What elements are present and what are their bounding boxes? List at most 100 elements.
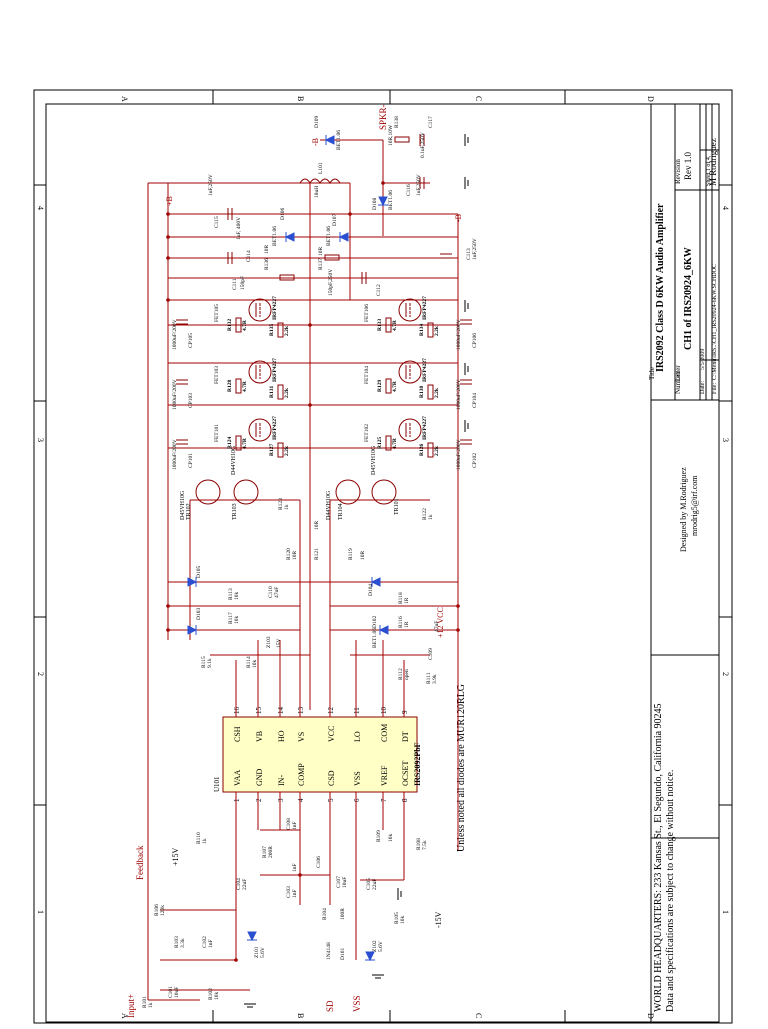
c102-value: 1nF [208, 939, 214, 948]
z101-ref: Z101 [254, 946, 260, 958]
diodes [187, 135, 389, 962]
r113-value: 10k [234, 592, 240, 601]
gate-resistor-value: 4.7R [392, 380, 398, 392]
ic-pin-name: OCSET [401, 761, 410, 786]
c107-ref: C107 [336, 876, 342, 888]
net-spkr[interactable]: SPKR- [378, 104, 388, 130]
c103-value: 1nF [292, 889, 298, 898]
ic-pin-number: 10 [380, 707, 388, 715]
r122-value: 1k [428, 514, 434, 520]
net-input[interactable]: Input+ [126, 994, 136, 1018]
tr104-part: D44VH10G [326, 490, 332, 520]
z103-ref: Z103 [266, 636, 272, 648]
r102-value: 10k [214, 992, 220, 1001]
net-pb[interactable]: +B [165, 196, 174, 206]
ic-pin-number: 9 [401, 710, 409, 714]
r101-value: 1k [148, 1002, 154, 1008]
tr103-part: D44VH10G [231, 445, 237, 475]
sheet-number: Sheet 1 of 4 [705, 157, 712, 186]
zone-label: 2 [36, 672, 45, 676]
c110-ref: C110 [268, 586, 274, 598]
ic-pin-number: 16 [233, 707, 241, 715]
ic-pin-name: VCC [327, 726, 336, 742]
mosfet-part-label: IRFP4227 [422, 296, 428, 320]
revision-label: Revision [674, 159, 682, 184]
net-sd[interactable]: SD [325, 1000, 335, 1012]
r123-ref: R123 [278, 498, 284, 510]
c113-ref: C113 [466, 248, 472, 260]
c106-ref: C106 [316, 856, 322, 868]
r103-value: 3.3k [180, 938, 186, 948]
net-mb[interactable]: -B [311, 138, 320, 146]
d102-ref: D102 [372, 616, 378, 628]
cap-ref-label: CP101 [188, 453, 194, 468]
zone-label: 4 [721, 206, 730, 210]
ic-pin-name: LO [353, 731, 362, 742]
c102-ref: C102 [202, 936, 208, 948]
r137-ref: R137 [318, 258, 324, 270]
tr101-part: D45VH10G [371, 445, 377, 475]
cap-value-label: 1000uF/200V [456, 319, 462, 350]
wires [147, 139, 459, 1001]
gate-resistor-symbol [385, 378, 392, 394]
file-label: File: [712, 383, 718, 394]
ic-pin-name: CSD [327, 770, 336, 786]
mosfet-ref-label: FET105 [214, 304, 220, 322]
hq-address: WORLD HEADQUARTERS: 233 Kansas St., El S… [653, 703, 664, 1012]
ic-pin-number: 14 [277, 707, 285, 715]
mosfet-part-label: IRFP4227 [422, 358, 428, 382]
r108-ref: R108 [416, 838, 422, 850]
d109-value: BET1.06 [336, 130, 342, 150]
drawing-title: IRS2092 Class D 6KW Audio Amplifier [655, 203, 666, 372]
r108-value: 7.5k [422, 840, 428, 850]
r110-ref: R110 [196, 832, 202, 844]
r121-value: 10R [314, 521, 320, 531]
r119-value: 10R [360, 551, 366, 561]
ic-pin-name: CSH [233, 726, 242, 742]
net-feedback[interactable]: Feedback [135, 845, 145, 880]
drawing-number: CH1 of IRS20924_6KW [683, 247, 694, 350]
d105-ref: D105 [196, 566, 202, 578]
pull-resistor-symbol [277, 384, 284, 400]
cap-value-label: 1000uF/200V [456, 379, 462, 410]
net-vss[interactable]: VSS [352, 995, 362, 1012]
d104-ref: D104 [368, 584, 374, 596]
d109-ref: D109 [314, 116, 320, 128]
gate-resistor-ref: R124 [227, 437, 233, 449]
gate-resistor-symbol [235, 435, 242, 451]
mosfet-symbol [398, 360, 422, 384]
r104-value: 100R [340, 908, 346, 920]
number-label: Number [674, 370, 682, 394]
file-path: C:\Menu\IRS..\CH1_IRS20924-6KW.SCHDOC [712, 264, 718, 380]
ic-pin-number: 3 [277, 798, 285, 802]
r138-value: 10R,10W [388, 124, 394, 146]
ic-pin-name: COMP [297, 763, 306, 786]
cap-ref-label: CP104 [472, 393, 478, 408]
r138-ref: R138 [394, 116, 400, 128]
pull-resistor-value: 2.2k [284, 325, 290, 336]
l101-value: 18uH [314, 186, 320, 198]
c104-ref: C104 [236, 878, 242, 890]
r104-ref: R104 [322, 908, 328, 920]
gate-resistor-value: 4.7R [242, 380, 248, 392]
net-mb2[interactable]: -B [454, 214, 463, 222]
pull-resistor-symbol [427, 384, 434, 400]
net-m15v[interactable]: -15V [434, 911, 443, 928]
l101-ref: L101 [318, 162, 324, 174]
r118-ref: R118 [398, 592, 404, 604]
c108-ref: C108 [286, 818, 292, 830]
c114-value: 1uF, 400V [236, 217, 242, 240]
diode-note: Unless noted all diodes are MUR120RLG [456, 684, 467, 852]
gate-resistor-symbol [385, 317, 392, 333]
pull-resistor-value: 2.2k [434, 325, 440, 336]
ic-pin-name: VS [297, 732, 306, 742]
revision-value: Rev 1.0 [683, 152, 693, 180]
cap-ref-label: CP106 [472, 333, 478, 348]
zone-label: 1 [36, 910, 45, 914]
cap-ref-label: CP105 [188, 333, 194, 348]
net-p12vcc[interactable]: +12 VCC [436, 607, 445, 638]
mosfet-symbol [248, 360, 272, 384]
net-p15v[interactable]: +15V [171, 847, 180, 866]
ic-pin-number: 11 [353, 707, 361, 714]
